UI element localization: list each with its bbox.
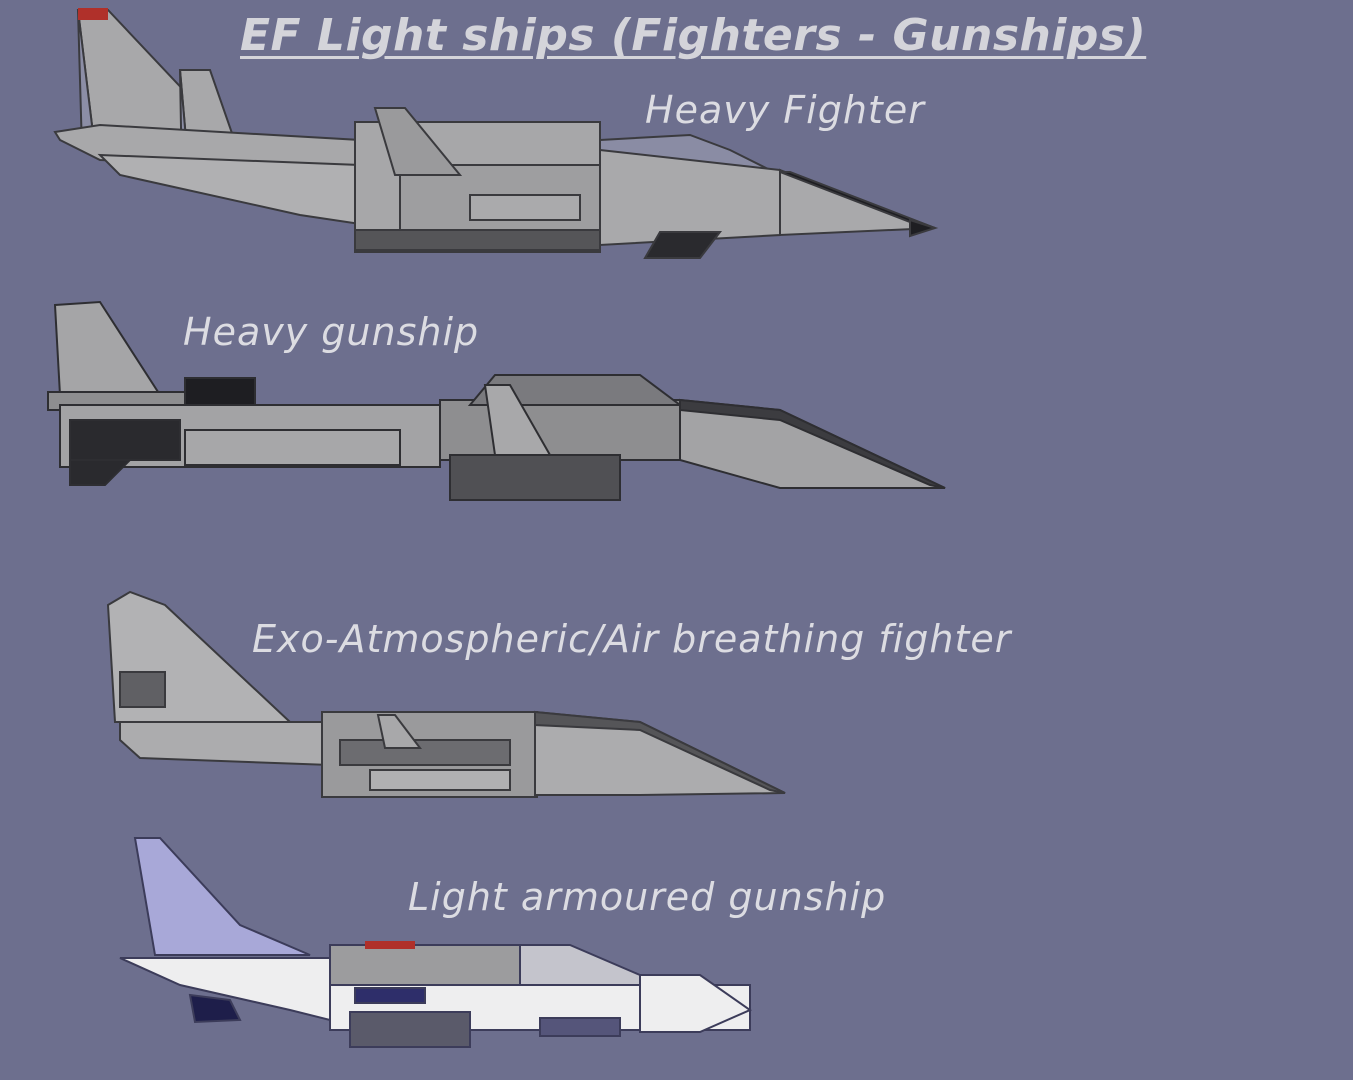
exo-fighter-label: Exo-Atmospheric/Air breathing fighter: [252, 617, 1012, 661]
page-title: EF Light ships (Fighters - Gunships): [240, 10, 1147, 61]
light-armoured-gunship-label: Light armoured gunship: [408, 875, 887, 919]
heavy-gunship-label: Heavy gunship: [183, 310, 480, 354]
heavy-fighter-label: Heavy Fighter: [645, 88, 925, 132]
